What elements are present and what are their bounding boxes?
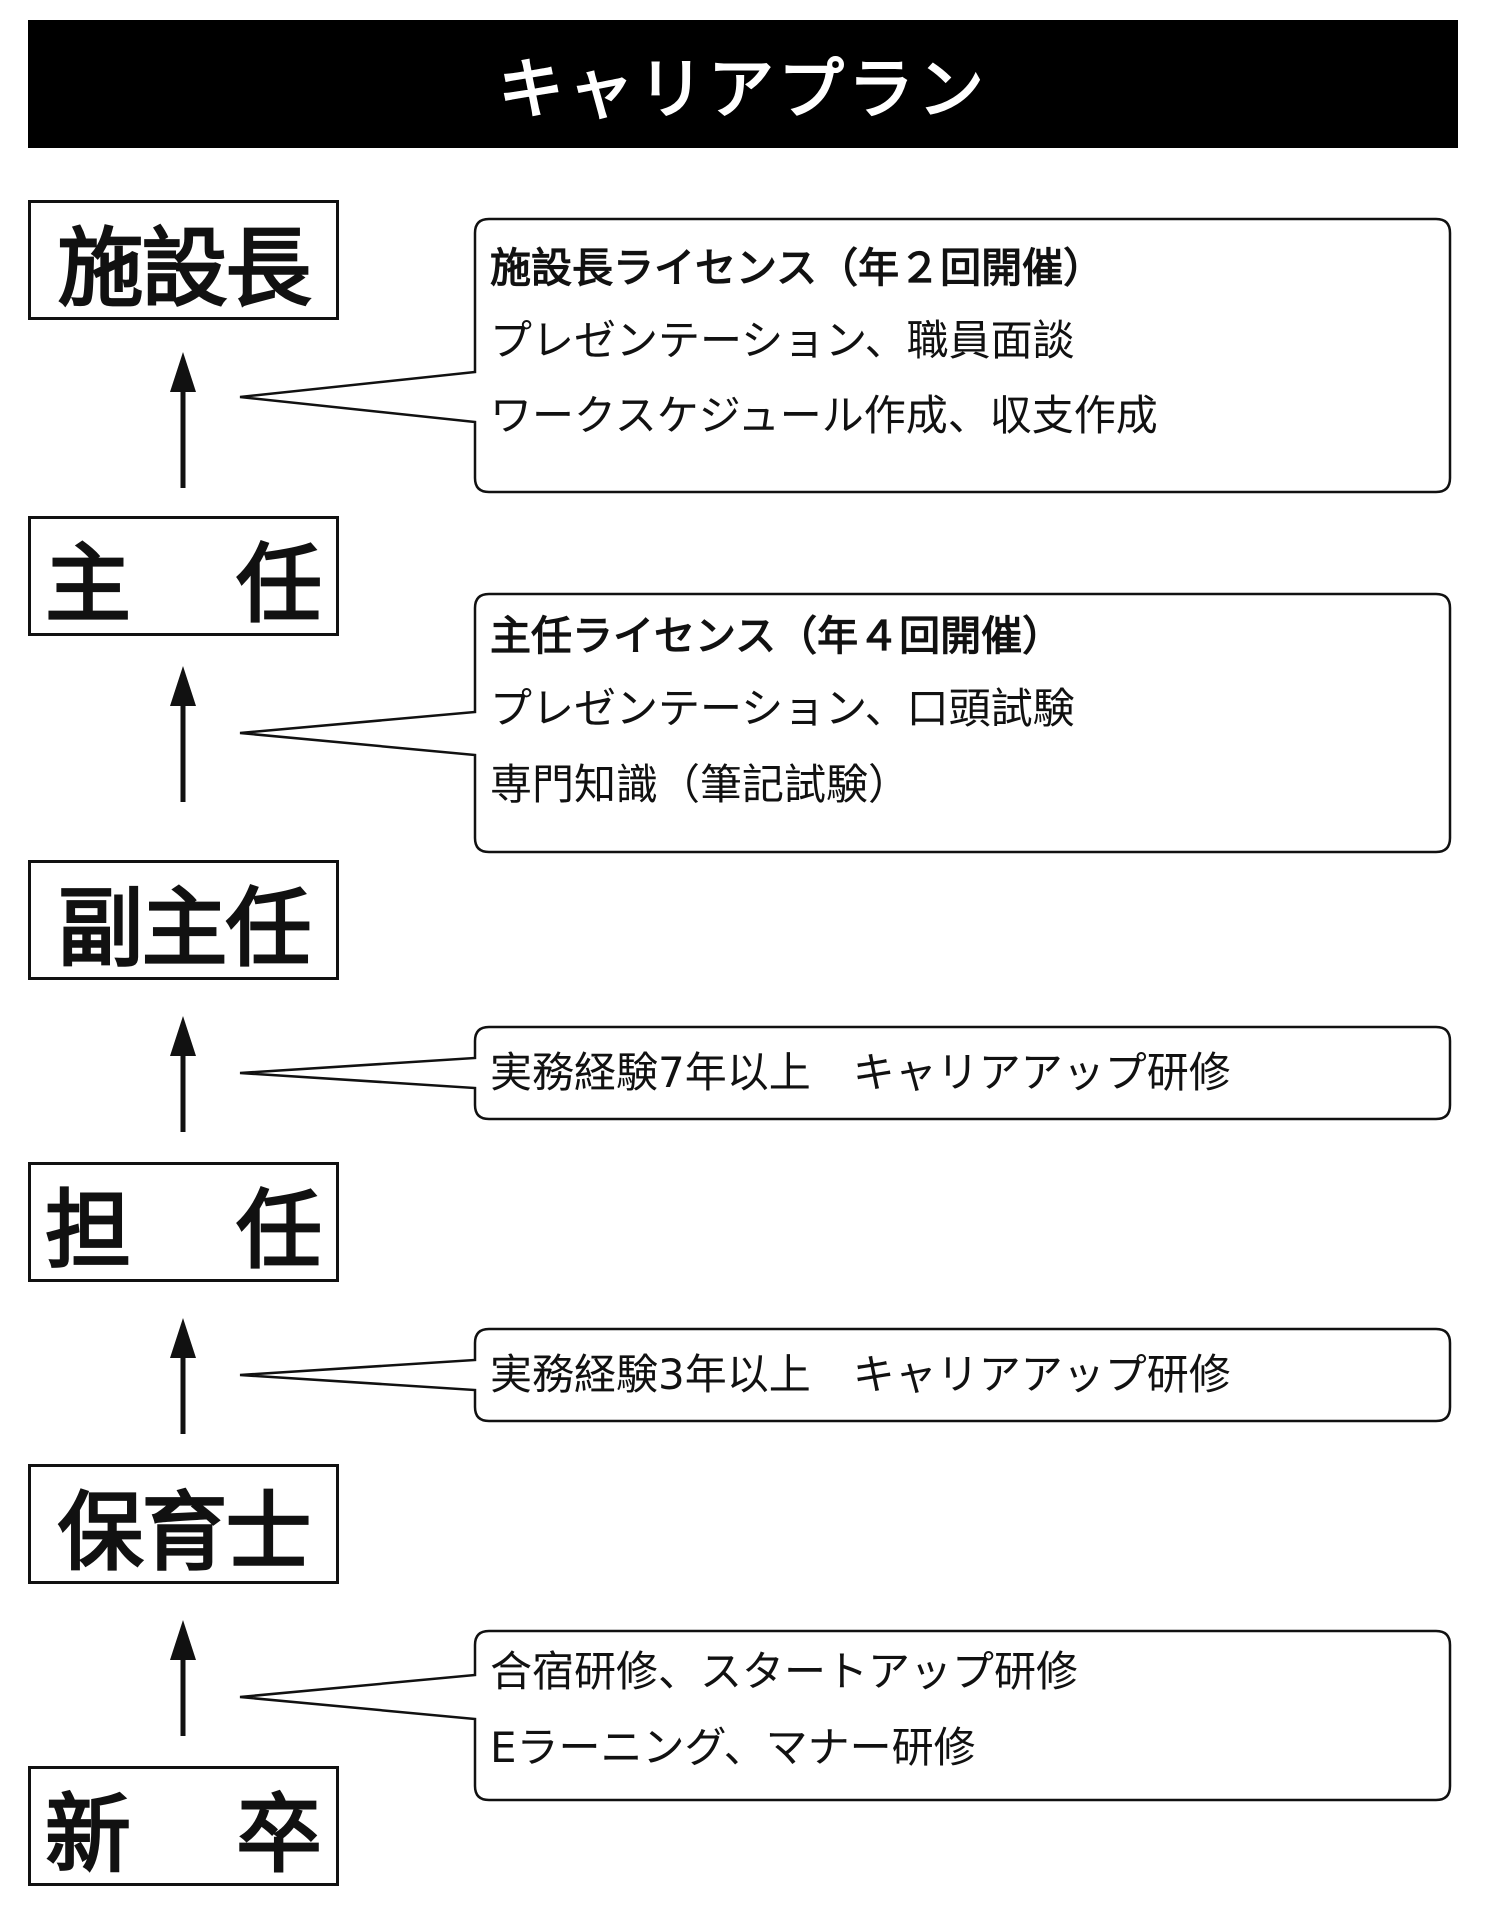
rank-char: 主	[141, 878, 228, 979]
requirement-line: プレゼンテーション、口頭試験	[490, 684, 1075, 733]
requirement-line: 実務経験3年以上 キャリアアップ研修	[490, 1350, 1231, 1399]
rank-box-shinsotsu: 新卒	[28, 1766, 339, 1886]
rank-char: 主	[45, 534, 131, 635]
rank-char: 施	[57, 218, 144, 319]
arrow-up-icon	[170, 666, 196, 802]
requirement-line: プレゼンテーション、職員面談	[490, 316, 1075, 365]
requirement-line: Eラーニング、マナー研修	[490, 1723, 976, 1772]
requirement-heading: 施設長ライセンス（年２回開催）	[490, 244, 1105, 292]
requirement-line: ワークスケジュール作成、収支作成	[490, 391, 1158, 440]
rank-char: 設	[141, 218, 228, 319]
requirement-heading: 主任ライセンス（年４回開催）	[490, 612, 1064, 660]
arrow-up-icon	[170, 1016, 196, 1132]
rank-char: 任	[236, 1180, 322, 1281]
callout-box	[239, 1629, 1452, 1802]
rank-box-fukushunin: 副主任	[28, 860, 339, 980]
rank-box-shunin: 主任	[28, 516, 339, 636]
rank-char: 保	[57, 1482, 144, 1583]
rank-box-shisetsucho: 施設長	[28, 200, 339, 320]
rank-char: 担	[45, 1180, 131, 1281]
rank-char: 卒	[236, 1784, 322, 1885]
callout-box	[239, 1327, 1452, 1423]
callout-box	[239, 1025, 1452, 1121]
rank-char: 育	[141, 1482, 228, 1583]
callout-box	[239, 592, 1452, 854]
callout-box	[239, 217, 1452, 494]
rank-box-tannin: 担任	[28, 1162, 339, 1282]
requirement-line: 実務経験7年以上 キャリアアップ研修	[490, 1048, 1231, 1097]
arrow-up-icon	[170, 1318, 196, 1434]
requirement-line: 専門知識（筆記試験）	[490, 760, 911, 809]
rank-char: 任	[225, 878, 312, 979]
rank-char: 長	[225, 218, 312, 319]
rank-char: 任	[236, 534, 322, 635]
requirement-line: 合宿研修、スタートアップ研修	[490, 1647, 1079, 1696]
rank-char: 新	[45, 1784, 131, 1885]
rank-box-hoikushi: 保育士	[28, 1464, 339, 1584]
rank-char: 士	[225, 1482, 312, 1583]
arrow-up-icon	[170, 352, 196, 488]
arrow-up-icon	[170, 1620, 196, 1736]
page-title: キャリアプラン	[28, 20, 1458, 148]
rank-char: 副	[57, 878, 144, 979]
